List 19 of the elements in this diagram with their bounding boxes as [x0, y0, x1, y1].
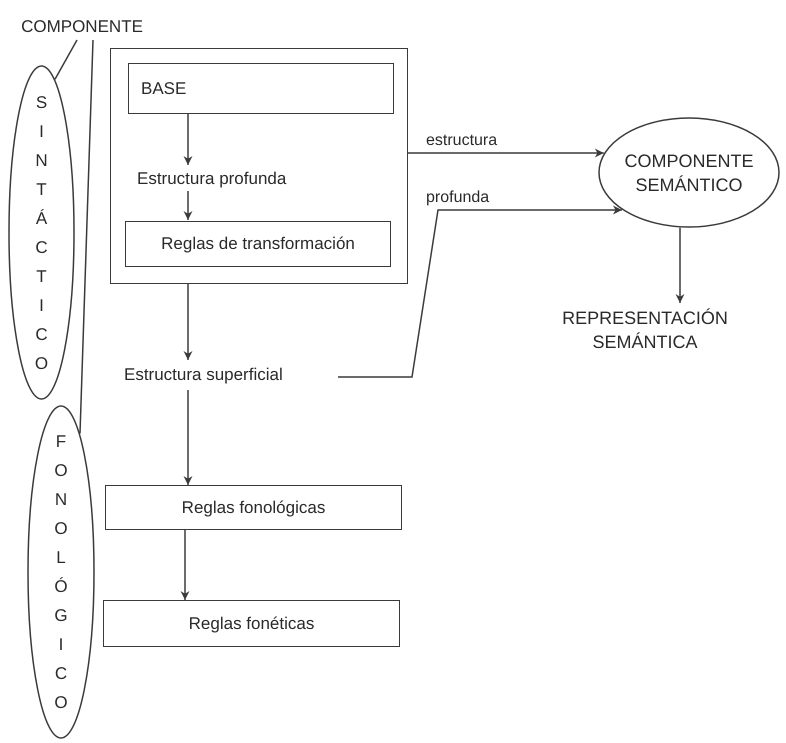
component-ellipse: SINTÁCTICO [8, 65, 75, 400]
node-label: REPRESENTACIÓN SEMÁNTICA [525, 303, 765, 357]
arrow [676, 228, 684, 303]
arrow [184, 390, 192, 485]
component-ellipse: FONOLÓGICO [27, 405, 95, 739]
edge-label: profunda [424, 188, 492, 208]
arrow [184, 284, 192, 360]
node-label: Estructura profunda [125, 166, 341, 192]
node-label: Estructura superficial [112, 360, 338, 390]
arrow [338, 206, 622, 378]
component-ellipse: COMPONENTE SEMÁNTICO [598, 117, 780, 228]
component-heading: COMPONENTE [12, 14, 152, 40]
connector-line [54, 40, 78, 80]
arrow [180, 530, 190, 600]
group-box [110, 48, 408, 284]
connector-line [79, 40, 94, 434]
arrow [408, 148, 604, 158]
arrow [184, 191, 192, 220]
arrow [184, 113, 192, 165]
